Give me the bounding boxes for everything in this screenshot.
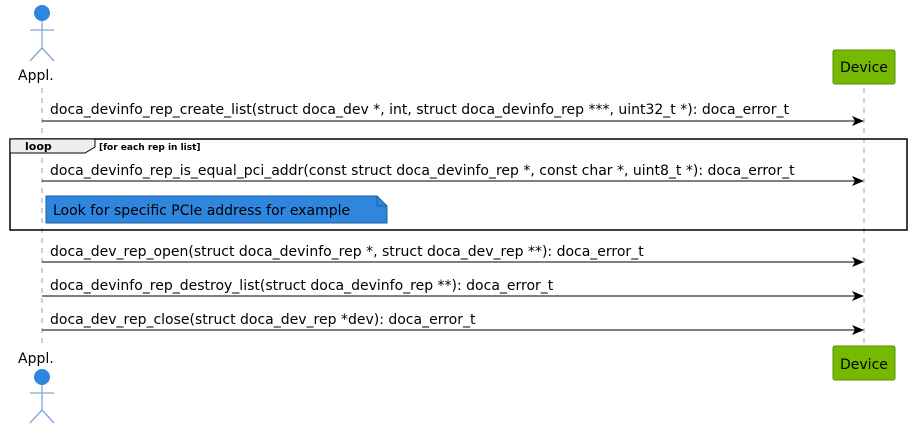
actor-icon-bottom [29, 369, 55, 424]
loop-frame [9, 138, 908, 231]
actor-name-bottom: Appl. [18, 351, 54, 367]
loop-tag: loop [25, 140, 52, 153]
actor-name-top: Appl. [18, 68, 54, 84]
arrowhead [852, 291, 864, 301]
arrowhead [852, 176, 864, 186]
device-label-bottom: Device [840, 357, 888, 373]
note-text: Look for specific PCIe address for examp… [53, 203, 350, 219]
device-label-top: Device [840, 60, 888, 76]
device-box-top[interactable] [832, 49, 896, 85]
note-fold [376, 196, 387, 207]
loop-condition: [for each rep in list] [99, 143, 201, 153]
message-label-dev-rep-close: doca_dev_rep_close(struct doca_dev_rep *… [50, 312, 476, 328]
arrowhead [852, 325, 864, 335]
arrowhead [852, 116, 864, 126]
device-box-bottom[interactable] [832, 345, 896, 381]
message-label-dev-rep-open: doca_dev_rep_open(struct doca_devinfo_re… [50, 244, 644, 260]
note-box [45, 195, 388, 224]
actor-icon-top [29, 5, 55, 62]
message-label-destroy-list: doca_devinfo_rep_destroy_list(struct doc… [50, 278, 554, 294]
message-label-create-list: doca_devinfo_rep_create_list(struct doca… [50, 102, 789, 118]
arrowhead [852, 257, 864, 267]
message-label-is-equal-pci-addr: doca_devinfo_rep_is_equal_pci_addr(const… [50, 163, 795, 179]
